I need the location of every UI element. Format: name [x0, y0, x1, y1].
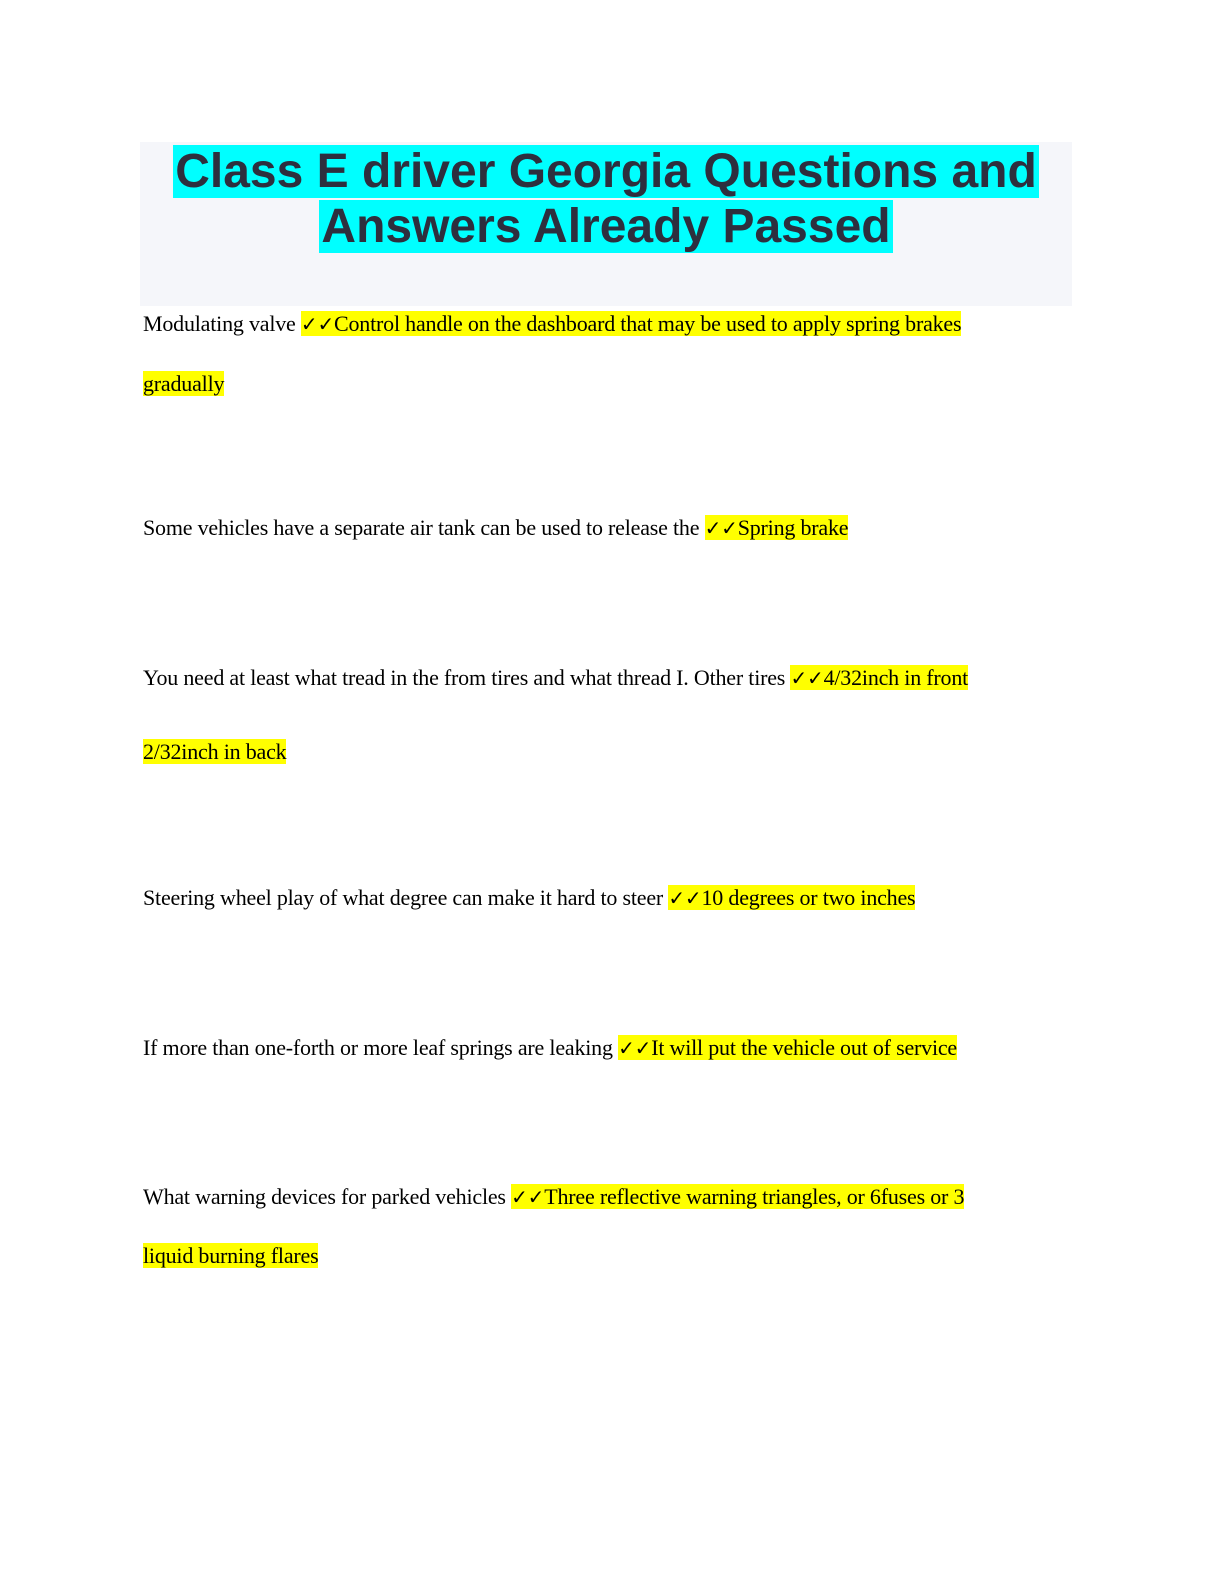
answer-text: Spring brake: [737, 515, 849, 540]
qa-item-5: If more than one-forth or more leaf spri…: [143, 1033, 957, 1063]
question: If more than one-forth or more leaf spri…: [143, 1035, 619, 1060]
qa-item-1: Modulating valve ✓✓Control handle on the…: [143, 309, 962, 339]
answer-text-cont: gradually: [143, 371, 225, 396]
answer: ✓✓It will put the vehicle out of service: [618, 1035, 957, 1060]
answer-text: It will put the vehicle out of service: [651, 1035, 957, 1060]
answer-text-cont: liquid burning flares: [143, 1243, 319, 1268]
title-box: Class E driver Georgia Questions and Ans…: [140, 142, 1072, 306]
answer-text-cont: 2/32inch in back: [143, 739, 287, 764]
question: Some vehicles have a separate air tank c…: [143, 515, 705, 540]
qa-item-6-cont: liquid burning flares: [143, 1241, 319, 1271]
qa-item-4: Steering wheel play of what degree can m…: [143, 883, 916, 913]
check-icon: ✓✓: [300, 312, 335, 336]
answer: ✓✓4/32inch in front: [790, 665, 968, 690]
answer: ✓✓Three reflective warning triangles, or…: [511, 1184, 964, 1209]
check-icon: ✓✓: [618, 1036, 652, 1060]
answer-text: Three reflective warning triangles, or 6…: [544, 1184, 965, 1209]
qa-item-1-cont: gradually: [143, 369, 224, 399]
title-line-2: Answers Already Passed: [319, 200, 893, 253]
answer: ✓✓Spring brake: [704, 515, 849, 540]
title-line-1: Class E driver Georgia Questions and: [173, 145, 1039, 198]
check-icon: ✓✓: [790, 666, 824, 690]
answer: ✓✓10 degrees or two inches: [668, 885, 916, 910]
check-icon: ✓✓: [511, 1185, 545, 1209]
check-icon: ✓✓: [668, 886, 702, 910]
question: Modulating valve: [143, 311, 301, 336]
question: What warning devices for parked vehicles: [143, 1184, 512, 1209]
question: Steering wheel play of what degree can m…: [143, 885, 669, 910]
check-icon: ✓✓: [704, 516, 738, 540]
answer: ✓✓Control handle on the dashboard that m…: [300, 311, 962, 336]
answer-text: Control handle on the dashboard that may…: [334, 311, 962, 336]
answer-text: 4/32inch in front: [823, 665, 969, 690]
qa-item-3: You need at least what tread in the from…: [143, 663, 968, 693]
qa-item-3-cont: 2/32inch in back: [143, 737, 287, 767]
answer-text: 10 degrees or two inches: [701, 885, 916, 910]
question: You need at least what tread in the from…: [143, 665, 791, 690]
qa-item-2: Some vehicles have a separate air tank c…: [143, 513, 849, 543]
document-title: Class E driver Georgia Questions and Ans…: [140, 144, 1072, 254]
qa-item-6: What warning devices for parked vehicles…: [143, 1182, 964, 1212]
